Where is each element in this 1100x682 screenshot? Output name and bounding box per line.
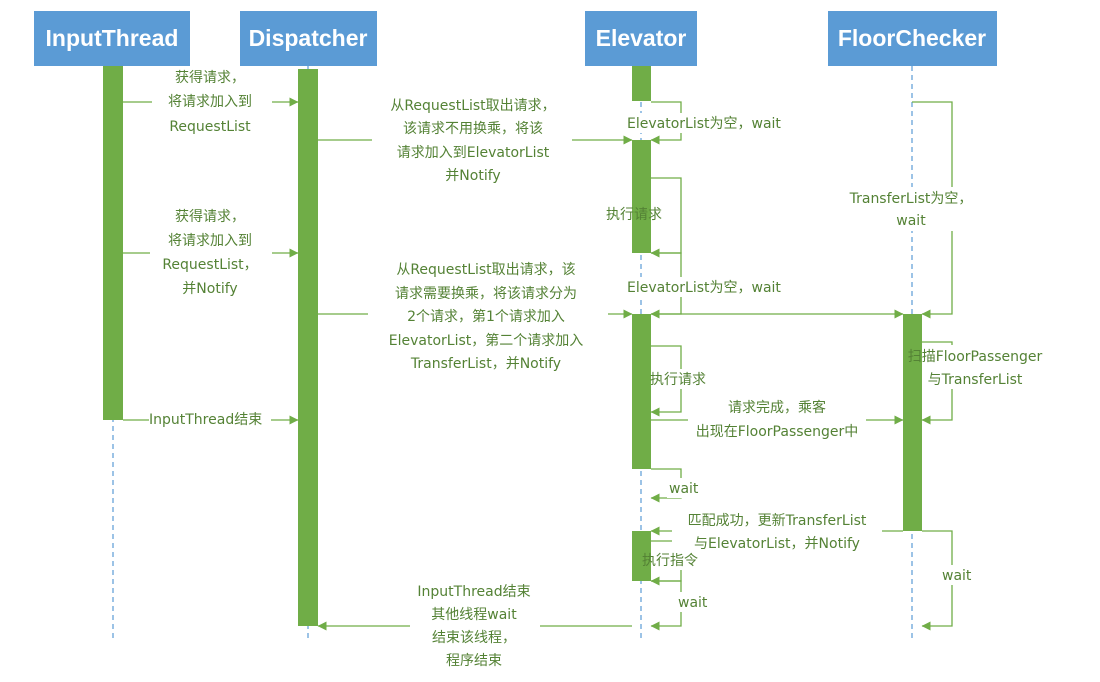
label-line: 并Notify <box>445 168 500 184</box>
participant-input-thread: InputThread <box>34 11 190 66</box>
label-line: wait <box>669 481 699 497</box>
participant-label: Elevator <box>596 25 687 51</box>
label-line: ElevatorList为空，wait <box>627 116 781 132</box>
label-line: 从RequestList取出请求， <box>390 98 555 114</box>
label-m3: ElevatorList为空，wait <box>626 113 794 133</box>
activation-elevator-2 <box>632 140 651 253</box>
label-m4: TransferList为空， wait <box>842 187 982 231</box>
label-m18: InputThread结束 其他线程wait 结束该线程， 程序结束 <box>410 580 540 672</box>
label-line: 与TransferList <box>928 372 1023 388</box>
label-line: ElevatorList，第二个请求加入 <box>389 332 584 349</box>
label-line: TransferList，并Notify <box>410 356 561 372</box>
label-line: 程序结束 <box>446 653 502 669</box>
activation-input-thread <box>103 66 123 420</box>
label-line: TransferList为空， <box>849 191 973 207</box>
label-line: 2个请求，第1个请求加入 <box>407 308 565 325</box>
label-line: ElevatorList为空，wait <box>627 280 781 296</box>
activation-elevator-3 <box>632 314 651 469</box>
label-m11: InputThread结束 <box>149 409 271 429</box>
label-line: 与ElevatorList，并Notify <box>694 536 860 552</box>
label-line: 将请求加入到 <box>168 94 252 110</box>
label-line: 获得请求， <box>175 208 245 225</box>
label-line: 扫描FloorPassenger <box>908 349 1043 365</box>
participant-label: Dispatcher <box>249 25 368 51</box>
label-line: 将请求加入到 <box>168 233 252 249</box>
label-m1: 获得请求， 将请求加入到 RequestList <box>152 66 272 138</box>
activation-elevator-1 <box>632 66 651 101</box>
label-line: 执行指令 <box>642 553 698 569</box>
label-m5: 执行请求 <box>606 207 662 223</box>
label-line: 获得请求， <box>175 69 245 86</box>
label-line: 执行请求 <box>650 372 706 388</box>
label-m16: wait <box>676 592 712 612</box>
label-line: 出现在FloorPassenger中 <box>696 424 859 440</box>
label-m7: 从RequestList取出请求，该 请求需要换乘，将该请求分为 2个请求，第1… <box>368 258 608 372</box>
label-line: RequestList <box>169 119 251 135</box>
label-m13: wait <box>667 478 703 498</box>
label-line: 并Notify <box>182 281 237 297</box>
label-line: RequestList， <box>162 257 257 273</box>
label-line: wait <box>678 595 708 611</box>
label-line: 请求需要换乘，将该请求分为 <box>395 285 577 302</box>
label-m8: ElevatorList为空，wait <box>626 277 794 297</box>
label-line: wait <box>942 568 972 584</box>
label-line: 该请求不用换乘，将该 <box>403 120 543 137</box>
label-line: InputThread结束 <box>417 584 530 600</box>
participant-dispatcher: Dispatcher <box>240 11 377 66</box>
label-line: wait <box>896 213 926 229</box>
label-line: InputThread结束 <box>149 412 262 428</box>
label-line: 执行请求 <box>606 207 662 223</box>
activation-floor-checker <box>903 314 922 531</box>
activation-dispatcher <box>298 69 318 626</box>
label-m14: 匹配成功，更新TransferList 与ElevatorList，并Notif… <box>672 509 882 555</box>
label-line: 匹配成功，更新TransferList <box>688 513 867 529</box>
label-line: 从RequestList取出请求，该 <box>396 262 575 278</box>
label-m2: 从RequestList取出请求， 该请求不用换乘，将该 请求加入到Elevat… <box>372 94 572 184</box>
label-m9: 扫描FloorPassenger 与TransferList <box>908 345 1047 389</box>
label-m15: 执行指令 <box>642 550 714 570</box>
label-m10: 执行请求 <box>650 369 722 389</box>
label-line: 请求完成，乘客 <box>728 399 826 416</box>
label-m12: 请求完成，乘客 出现在FloorPassenger中 <box>688 396 866 442</box>
label-line: 结束该线程， <box>432 630 516 646</box>
label-line: 其他线程wait <box>431 607 517 623</box>
participant-label: InputThread <box>46 25 179 51</box>
activation-elevator-4 <box>632 531 651 581</box>
label-m17: wait <box>940 565 976 585</box>
label-m6: 获得请求， 将请求加入到 RequestList， 并Notify <box>150 205 272 297</box>
participant-elevator: Elevator <box>585 11 697 66</box>
participant-label: FloorChecker <box>838 25 986 51</box>
participant-floor-checker: FloorChecker <box>828 11 997 66</box>
label-line: 请求加入到ElevatorList <box>397 145 550 161</box>
